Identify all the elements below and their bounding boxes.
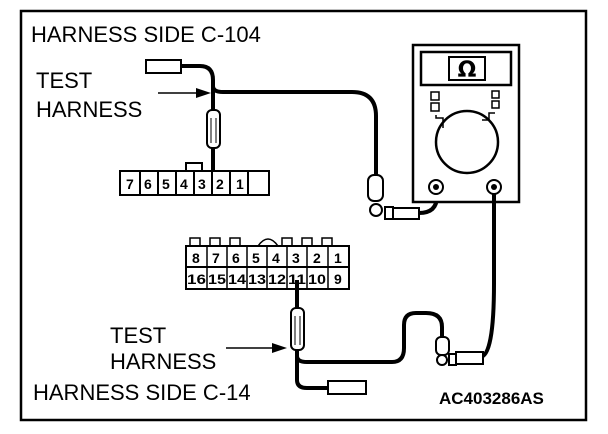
test-harness-bottom-label-line1: TEST (110, 323, 166, 348)
harness-side-c104-label: HARNESS SIDE C-104 (31, 22, 261, 47)
c14-pin-9: 9 (334, 271, 342, 287)
ohmmeter-icon: Ω (411, 43, 521, 204)
harness-side-c14-label: HARNESS SIDE C-14 (33, 380, 251, 405)
c14-pin-12: 12 (268, 271, 286, 287)
c14-pin-3: 3 (292, 250, 300, 266)
c104-pin-1: 1 (236, 176, 244, 192)
c14-pin-4: 4 (272, 250, 280, 266)
figure-code: AC403286AS (439, 389, 544, 408)
arrow-bottom-icon (226, 343, 287, 353)
connector-c104: 7 6 5 4 3 2 1 (119, 162, 270, 196)
c104-pin-5: 5 (162, 176, 170, 192)
c104-pin-6: 6 (144, 176, 152, 192)
test-harness-top-label-line1: TEST (36, 68, 92, 93)
meter-lead-right-wire (479, 194, 496, 359)
c104-pin-4: 4 (180, 176, 188, 192)
c14-pin-10: 10 (308, 271, 326, 287)
c14-pin-14: 14 (228, 271, 246, 287)
arrow-top-icon (158, 88, 211, 98)
c14-pin-7: 7 (212, 250, 220, 266)
c14-pin-1: 1 (334, 250, 342, 266)
c104-pin-7: 7 (126, 176, 134, 192)
c14-pin-16: 16 (187, 271, 206, 287)
test-harness-top-label-line2: HARNESS (36, 97, 142, 122)
c14-pin-5: 5 (252, 250, 260, 266)
test-harness-bottom-label-line2: HARNESS (110, 349, 216, 374)
c14-pin-2: 2 (313, 250, 321, 266)
test-probe-top-icon (145, 59, 378, 176)
diagram-frame (19, 9, 588, 422)
test-probe-bottom-icon (290, 280, 444, 395)
meter-lead-bottom-plug-icon (435, 336, 484, 366)
c14-pin-6: 6 (232, 250, 240, 266)
c14-pin-13: 13 (248, 271, 266, 287)
c14-pin-11: 11 (288, 271, 306, 287)
connector-c14: 8 7 6 5 4 3 2 1 16 15 14 13 12 11 10 9 (185, 237, 350, 290)
c14-pin-15: 15 (208, 271, 226, 287)
c104-pin-3: 3 (198, 176, 206, 192)
c14-pin-8: 8 (192, 250, 200, 266)
ohm-symbol: Ω (458, 58, 477, 83)
c104-pin-2: 2 (216, 176, 224, 192)
